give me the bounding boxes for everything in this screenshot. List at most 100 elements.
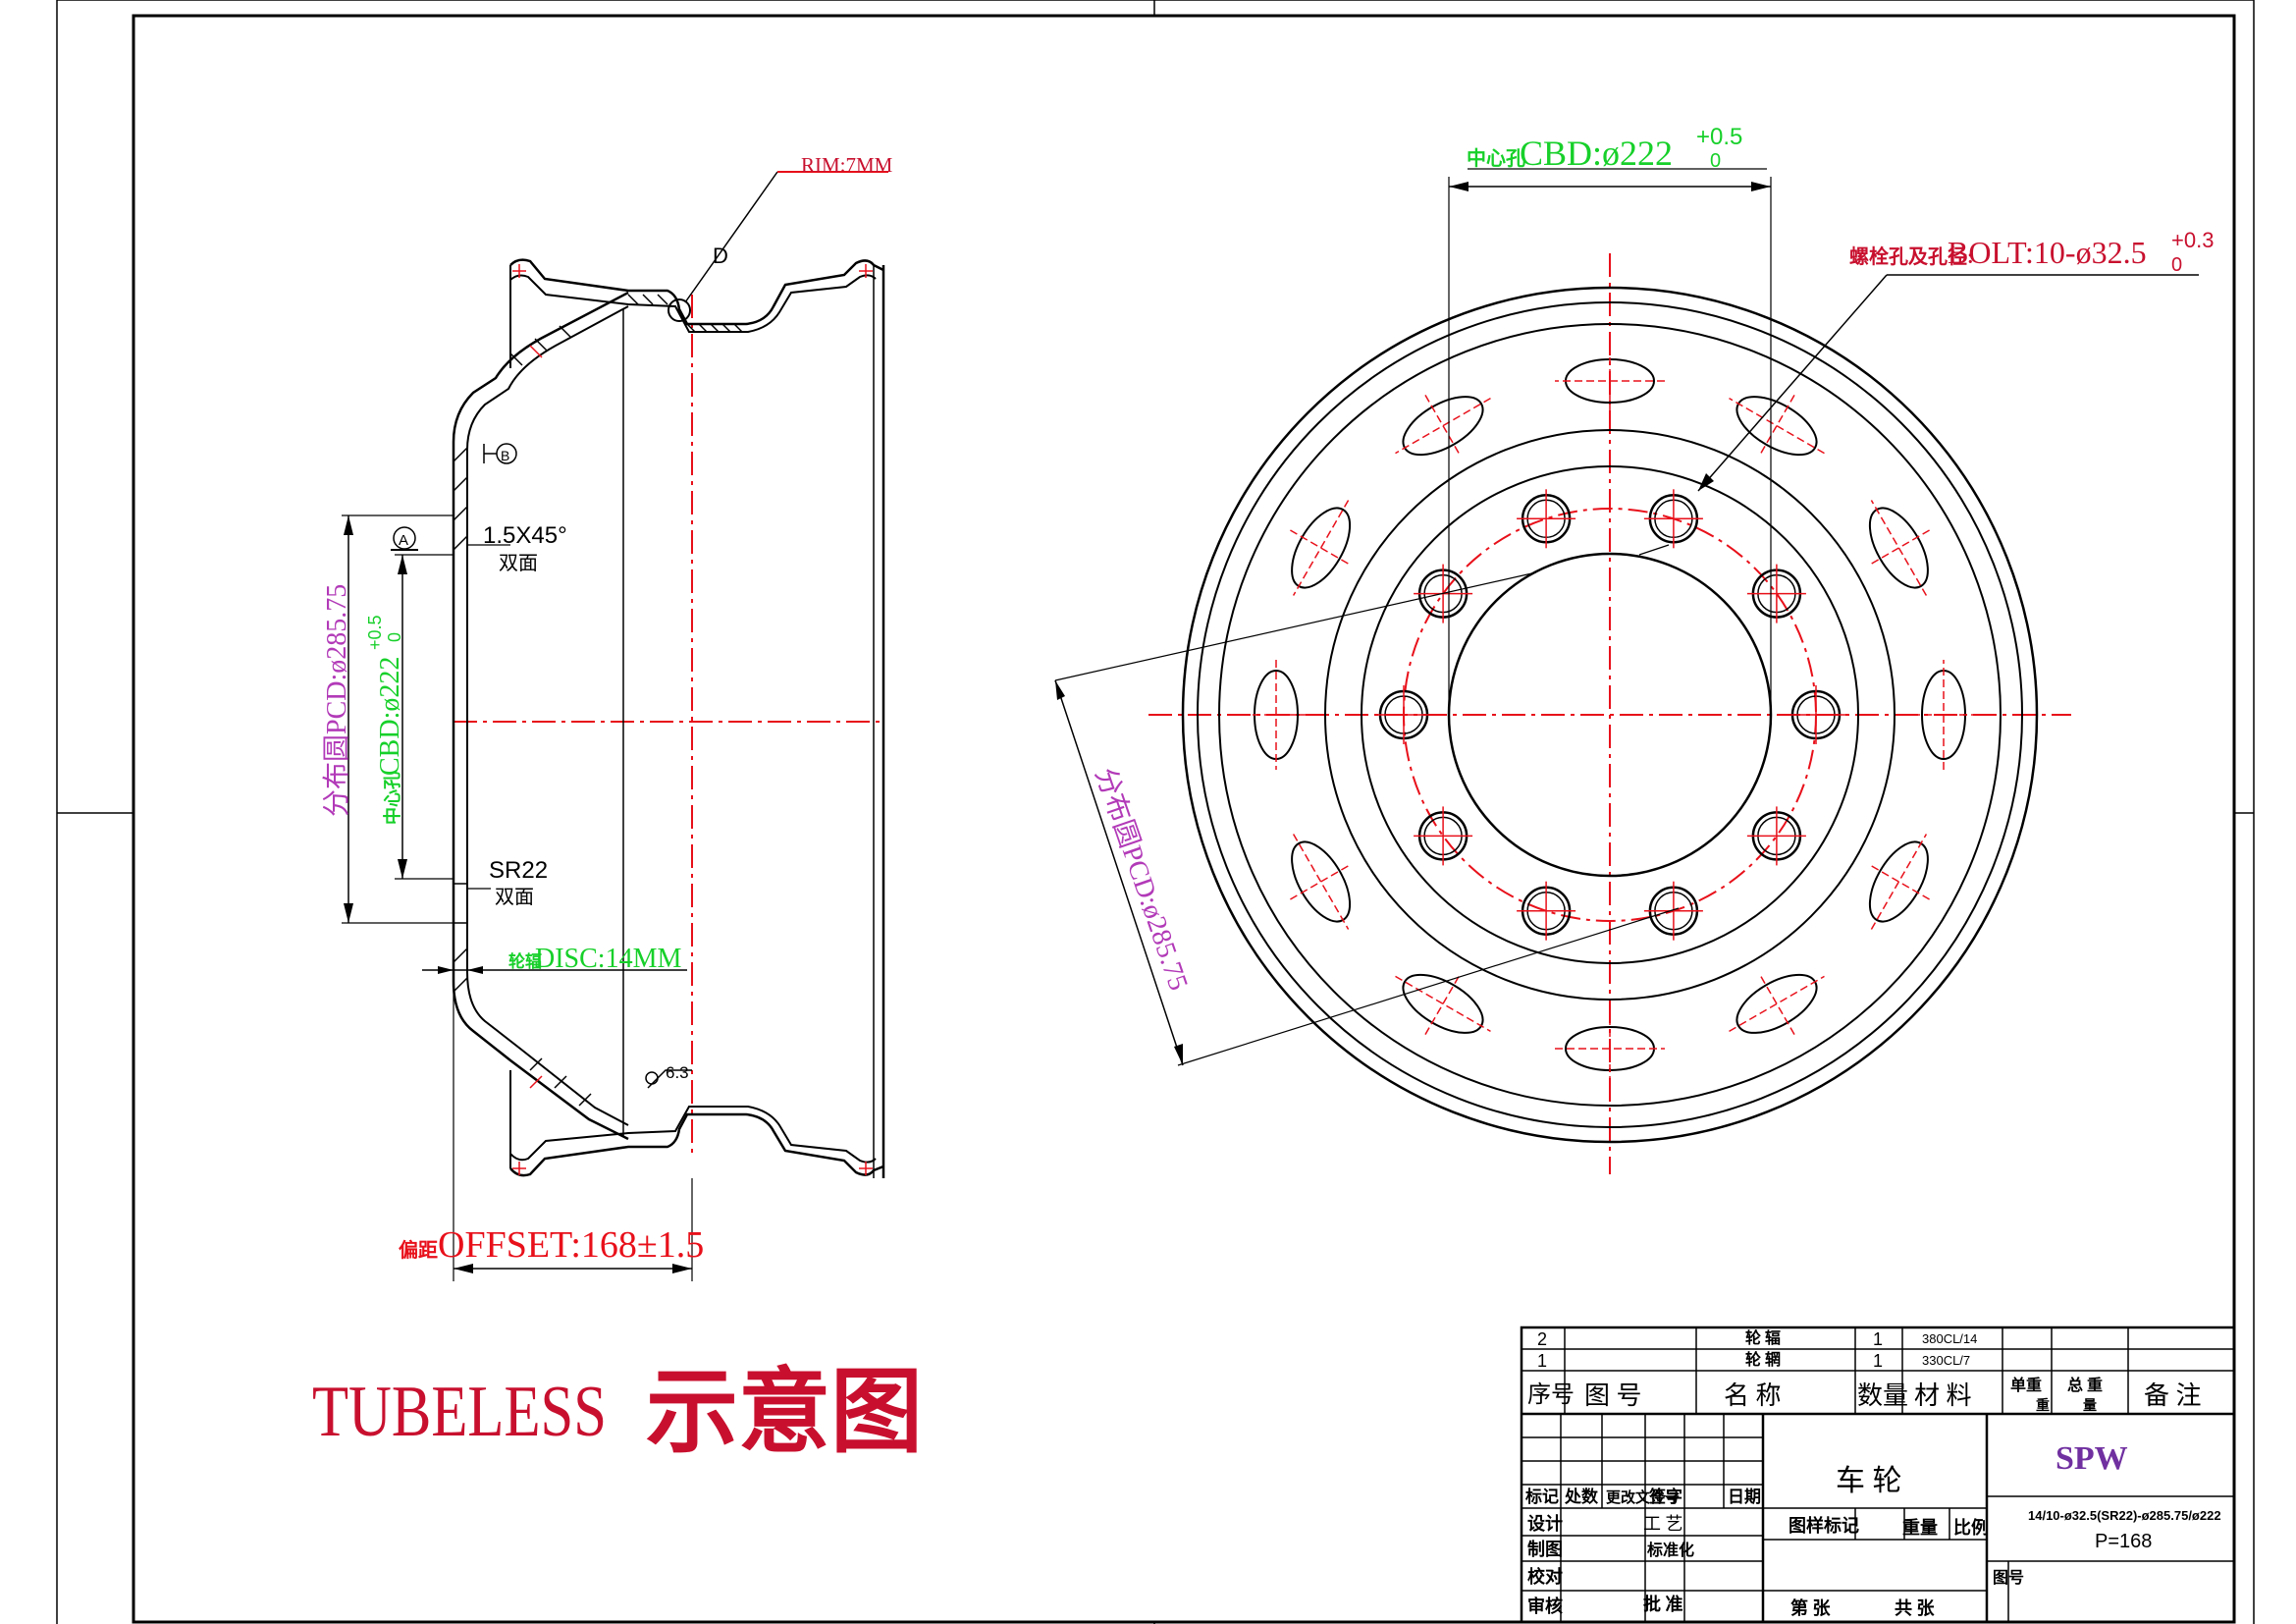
title-cn: 示意图: [646, 1362, 923, 1464]
role-label: 设计: [1527, 1513, 1563, 1534]
hand-hole: [1729, 972, 1825, 1035]
a-marker-label: A: [399, 532, 408, 549]
rim-profile-lower: [509, 1112, 884, 1177]
hand-hole: [1555, 346, 1665, 416]
offset-short: P=168: [2095, 1531, 2152, 1552]
part-name: 轮 辋: [1745, 1350, 1781, 1369]
scale-label: 比例: [1953, 1517, 1989, 1538]
hdr-total-weight: 总 重: [2067, 1376, 2103, 1394]
cbd-side-tol-upper: +0.5: [365, 615, 385, 650]
bolt-cn-label: 螺栓孔及孔径:: [1849, 244, 1974, 268]
part-no: 2: [1537, 1329, 1547, 1349]
cbd-side-cn: 中心孔: [382, 772, 402, 825]
role-label: 制图: [1527, 1540, 1563, 1559]
part-material: 330CL/7: [1922, 1353, 1970, 1368]
role-label: 校对: [1527, 1566, 1563, 1587]
hdr-name: 名 称: [1724, 1381, 1782, 1410]
bolt-hole: [1517, 881, 1576, 941]
hand-hole: [1729, 395, 1825, 458]
total-sheets-label: 共 张: [1895, 1598, 1935, 1618]
bolt-label: BOLT:10-ø32.5: [1948, 235, 2147, 270]
hdr-material: 材 料: [1914, 1381, 1972, 1410]
part-qty: 1: [1873, 1351, 1883, 1371]
big-title: TUBELESS 示意图: [312, 1362, 923, 1464]
hand-hole: [1395, 395, 1491, 458]
disc-cn-label: 轮辐: [508, 951, 542, 971]
approve-label: 批 准: [1643, 1594, 1683, 1614]
roughness-circle: [645, 1071, 659, 1085]
b-marker-label: B: [501, 448, 509, 463]
rim-red-marks: [512, 264, 873, 1175]
bolt-hole: [1374, 685, 1433, 744]
bolt-hole: [1414, 806, 1473, 866]
standardize-label: 标准化: [1646, 1541, 1694, 1559]
revision-header: 签字: [1648, 1487, 1682, 1506]
chamfer-note: 双面: [499, 553, 538, 574]
cbd-side-tol-lower: 0: [385, 632, 404, 642]
offset-label: OFFSET:168±1.5: [438, 1224, 704, 1266]
disc-profile: [452, 291, 629, 1141]
hdr-weight-sub1: 重: [2036, 1397, 2050, 1414]
cbd-top-tol-upper: +0.5: [1696, 124, 1742, 150]
side-dimensions: [342, 171, 888, 1281]
revision-header: 日期: [1728, 1488, 1761, 1506]
pcd-front-dim-line: [1054, 679, 1184, 1066]
hand-hole: [1555, 1013, 1665, 1084]
role-label: 审核: [1527, 1596, 1563, 1616]
d-marker-label: D: [713, 244, 728, 268]
side-section-view: [452, 258, 885, 1178]
cbd-top-cn: 中心孔: [1467, 146, 1525, 170]
sr-label: SR22: [489, 857, 548, 884]
rim-hatch-upper: [627, 294, 743, 333]
cbd-top-tol-lower: 0: [1710, 150, 1721, 172]
front-view: [1148, 253, 2071, 1174]
process-label: 工 艺: [1643, 1514, 1683, 1534]
part-qty: 1: [1873, 1329, 1883, 1349]
sheet-label: 第 张: [1790, 1597, 1831, 1618]
hand-hole: [1241, 660, 1311, 770]
bolt-hole: [1746, 806, 1806, 866]
title-en: TUBELESS: [312, 1372, 607, 1452]
weight-label: 重量: [1902, 1517, 1938, 1538]
sr-note: 双面: [495, 887, 534, 908]
revision-headers: 标记处数更改文件号签字日期: [1525, 1487, 1761, 1506]
pcd-side-label: 分布圆PCD:ø285.75: [321, 584, 352, 817]
company-name: SPW: [2056, 1440, 2128, 1477]
bolt-hole: [1787, 685, 1845, 744]
outer-rim-circle: [1181, 286, 2039, 1144]
rim-label: RIM:7MM: [801, 153, 893, 177]
parts-row: 2 轮 辐 1 380CL/14: [1537, 1328, 1977, 1349]
part-material: 380CL/14: [1922, 1331, 1977, 1346]
hand-hole: [1290, 834, 1353, 930]
hdr-unit-weight: 单重: [2010, 1376, 2042, 1394]
roughness-label: 6.3: [666, 1063, 689, 1082]
front-dimensions: [1054, 168, 2199, 1066]
sample-mark-label: 图样标记: [1789, 1515, 1859, 1536]
disc-hatch: [453, 325, 592, 1107]
part-name: 轮 辐: [1745, 1328, 1781, 1347]
d-detail-circle: [667, 298, 691, 322]
product-name: 车 轮: [1836, 1465, 1902, 1497]
hand-hole: [1908, 660, 1979, 770]
hand-hole: [1867, 500, 1930, 596]
bolt-hole: [1643, 489, 1703, 549]
revision-header: 处数: [1564, 1487, 1599, 1506]
parts-list: 2 轮 辐 1 380CL/141 轮 辋 1 330CL/7: [1537, 1328, 1977, 1371]
rim-profile-upper: [509, 258, 884, 326]
cbd-side-label: CBD:ø222: [375, 657, 405, 776]
hdr-weight-sub2: 量: [2083, 1398, 2097, 1414]
bolt-hole: [1643, 881, 1703, 941]
cbd-top-label: CBD:ø222: [1520, 134, 1673, 173]
bolt-tol-lower: 0: [2171, 254, 2182, 276]
disc-circle: [1324, 429, 1896, 1001]
revision-header: 更改文件号: [1606, 1489, 1680, 1506]
hdr-seq: 序号: [1527, 1381, 1575, 1408]
spec-text: 14/10-ø32.5(SR22)-ø285.75/ø222: [2028, 1508, 2221, 1523]
offset-cn-label: 偏距: [399, 1238, 438, 1262]
bolt-hole: [1517, 489, 1576, 549]
hand-hole: [1290, 500, 1353, 596]
